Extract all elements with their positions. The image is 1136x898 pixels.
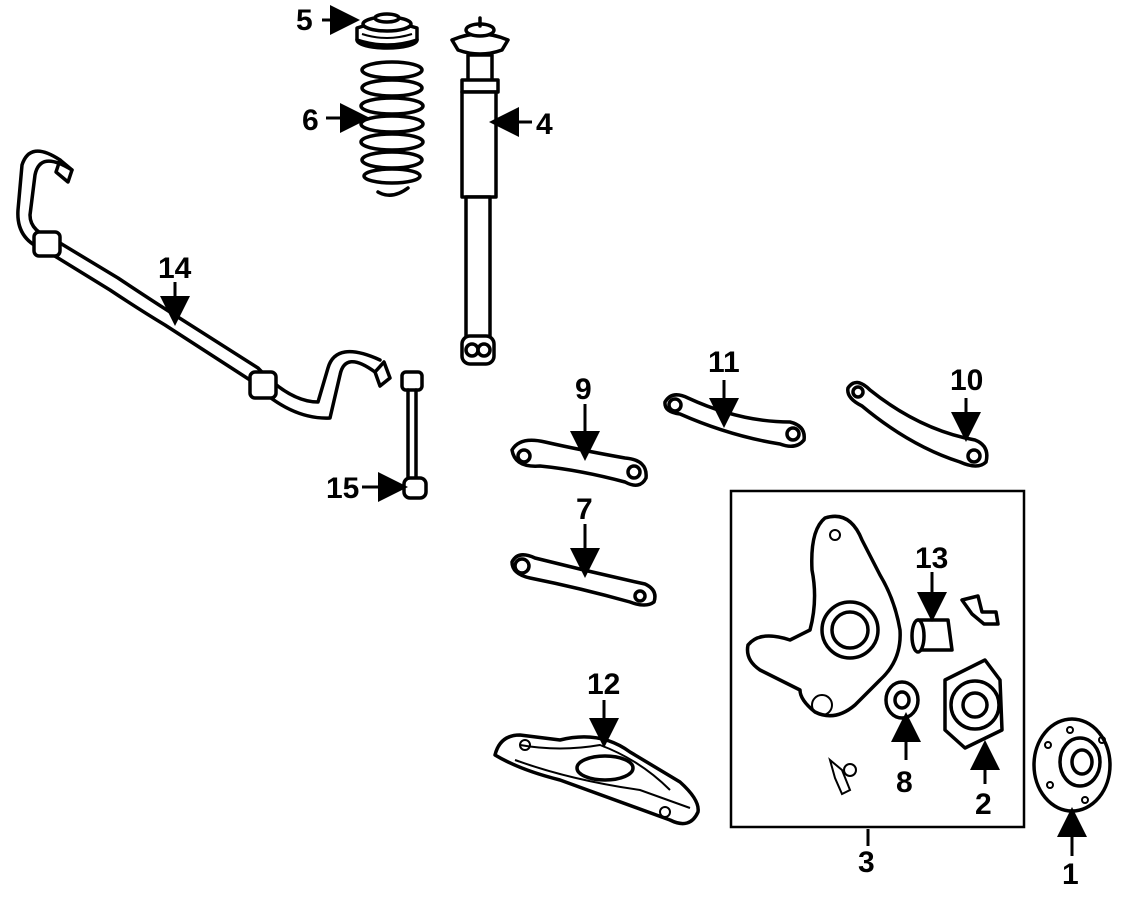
bushing-13-part (910, 594, 1000, 654)
wheel-bearing-part (943, 658, 1004, 750)
trailing-arm-part (510, 553, 657, 607)
callout-6: 6 (302, 104, 319, 137)
callout-8: 8 (896, 766, 913, 799)
control-arm-10-part (846, 380, 989, 468)
callout-12: 12 (587, 668, 620, 701)
coil-spring-part (359, 60, 425, 197)
callout-4: 4 (536, 108, 553, 141)
control-arm-9-part (510, 438, 648, 487)
callout-11: 11 (708, 346, 740, 379)
callout-2: 2 (975, 788, 992, 821)
callout-3: 3 (858, 846, 875, 879)
callout-14: 14 (158, 252, 192, 285)
control-arm-11-part (663, 393, 806, 448)
shock-absorber-part (450, 16, 510, 366)
callout-7: 7 (576, 493, 593, 526)
lower-control-arm-part (493, 733, 700, 826)
callout-5: 5 (296, 4, 313, 37)
callout-10: 10 (950, 364, 983, 397)
knuckle-group-box (729, 489, 1026, 829)
callout-15: 15 (326, 472, 359, 505)
knuckle-part (745, 514, 902, 796)
stabilizer-bar-part (16, 149, 392, 420)
callout-arrows (160, 5, 1087, 856)
bushing-8-part (884, 680, 920, 720)
wheel-hub-part (1032, 717, 1112, 813)
spring-seat-part (355, 12, 419, 50)
callout-1: 1 (1062, 858, 1079, 891)
stabilizer-link-part (400, 370, 428, 500)
callout-9: 9 (575, 373, 592, 406)
callout-13: 13 (915, 542, 948, 575)
